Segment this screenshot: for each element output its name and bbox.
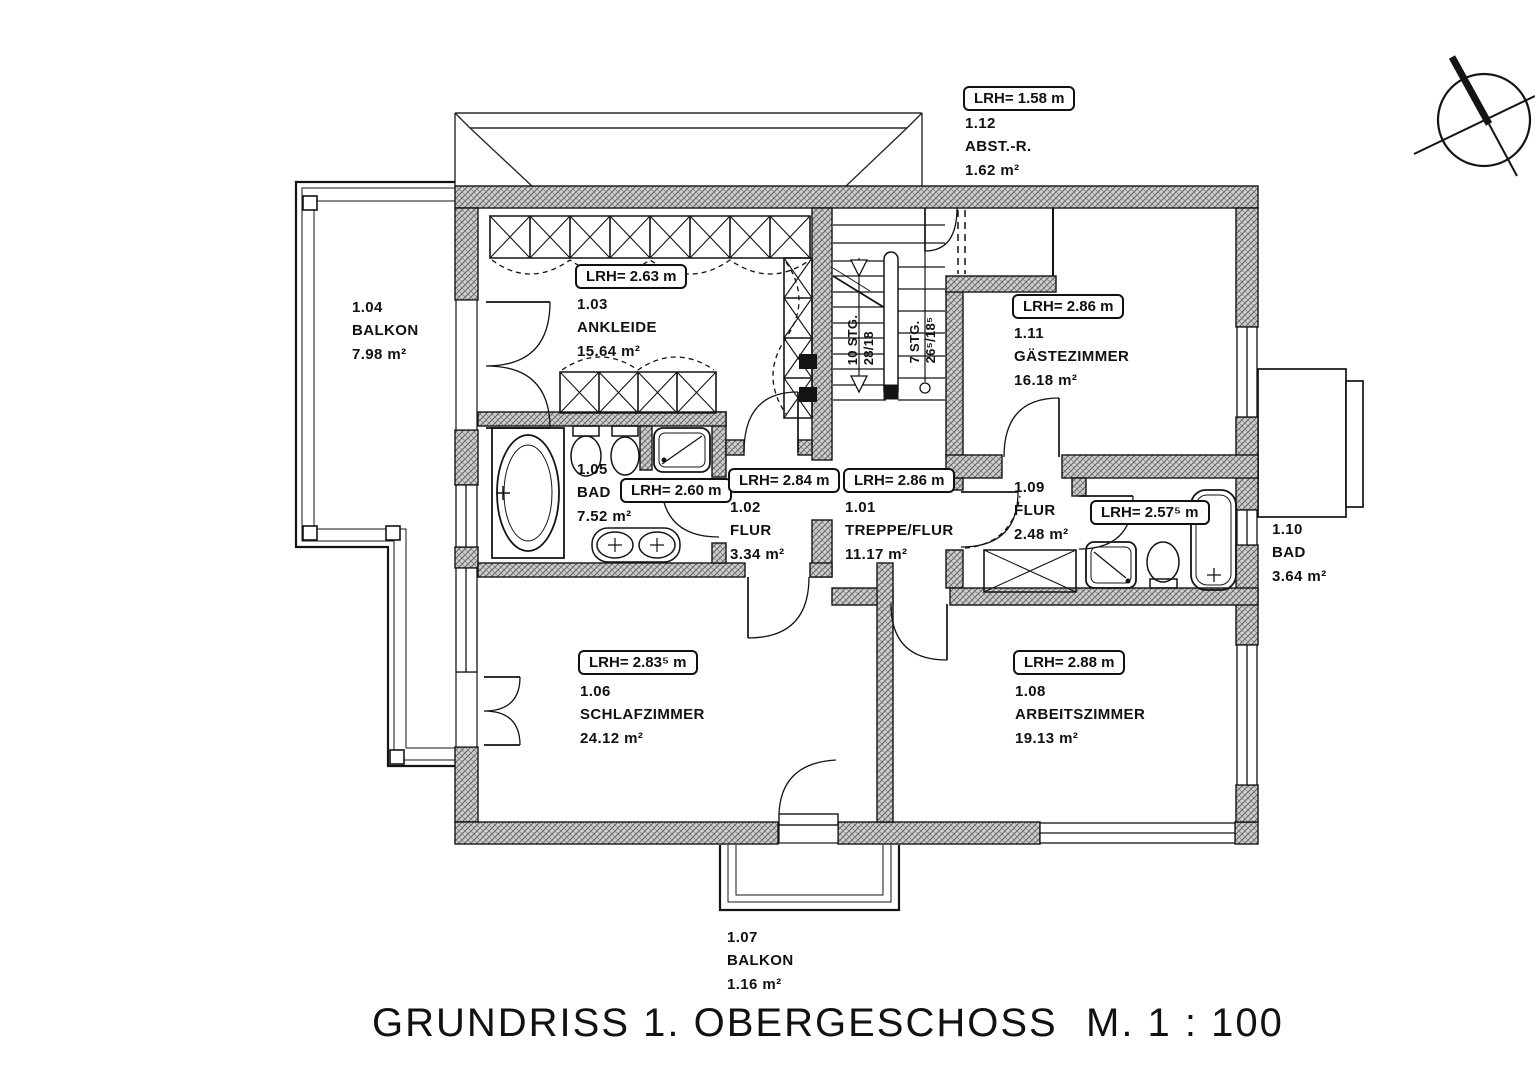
room-label-bad-105: 1.05 BAD 7.52 m² (577, 461, 632, 525)
shower-1-10 (1085, 541, 1137, 589)
balcony-left-railing (294, 180, 455, 768)
room-label-flur-109: 1.09 FLUR 2.48 m² (1014, 479, 1069, 543)
stairs (832, 224, 945, 401)
lrh-box-arbeitszimmer: LRH= 2.88 m (1013, 650, 1126, 675)
shower-1-05 (653, 427, 711, 473)
lrh-box-abstellraum: LRH= 1.58 m (963, 86, 1076, 111)
roof-outline (454, 112, 923, 188)
windows (455, 326, 1258, 844)
room-label-abstellraum: 1.12 ABST.-R. 1.62 m² (965, 115, 1032, 179)
lrh-box-treppe-flur: LRH= 2.86 m (843, 468, 956, 493)
room-label-arbeitszimmer: 1.08 ARBEITSZIMMER 19.13 m² (1015, 683, 1146, 747)
lrh-box-bad-105: LRH= 2.60 m (620, 478, 733, 503)
room-label-ankleide: 1.03 ANKLEIDE 15.64 m² (577, 296, 657, 360)
lrh-box-flur-102: LRH= 2.84 m (728, 468, 841, 493)
room-label-balkon-107: 1.07 BALKON 1.16 m² (727, 929, 794, 993)
stair-flight-left-label: 10 STG. 28/18 (844, 314, 876, 366)
room-label-treppe-flur: 1.01 TREPPE/FLUR 11.17 m² (845, 499, 954, 563)
lrh-box-schlafzimmer: LRH= 2.83⁵ m (578, 650, 698, 675)
lrh-box-gaestezimmer: LRH= 2.86 m (1012, 294, 1125, 319)
room-label-bad-110: 1.10 BAD 3.64 m² (1272, 521, 1327, 585)
walls (454, 185, 1259, 845)
toilet-1-10 (1146, 541, 1180, 589)
room-label-gaestezimmer: 1.11 GÄSTEZIMMER 16.18 m² (1014, 325, 1130, 389)
drawing-title: GRUNDRISS 1. OBERGESCHOSS (372, 1001, 1058, 1045)
toilet-bidet-1-05 (570, 425, 640, 477)
double-sink-1-05 (591, 527, 681, 563)
balcony-bottom-railing (718, 845, 901, 912)
lrh-box-ankleide: LRH= 2.63 m (575, 264, 688, 289)
room-label-schlafzimmer: 1.06 SCHLAFZIMMER 24.12 m² (580, 683, 705, 747)
room-label-balkon-104: 1.04 BALKON 7.98 m² (352, 299, 419, 363)
stair-flight-right-label: 7 STG. 26⁵/18⁵ (906, 316, 938, 364)
storage-room-dashed-wall (957, 208, 1054, 276)
bathtub-1-05 (491, 427, 565, 559)
north-arrow-icon (1413, 55, 1535, 177)
room-label-flur-102: 1.02 FLUR 3.34 m² (730, 499, 785, 563)
drawing-scale: M. 1 : 100 (1086, 1001, 1284, 1045)
bathtub-1-10 (1190, 489, 1237, 591)
bay-window (1257, 368, 1364, 518)
lrh-box-bad-110: LRH= 2.57⁵ m (1090, 500, 1210, 525)
